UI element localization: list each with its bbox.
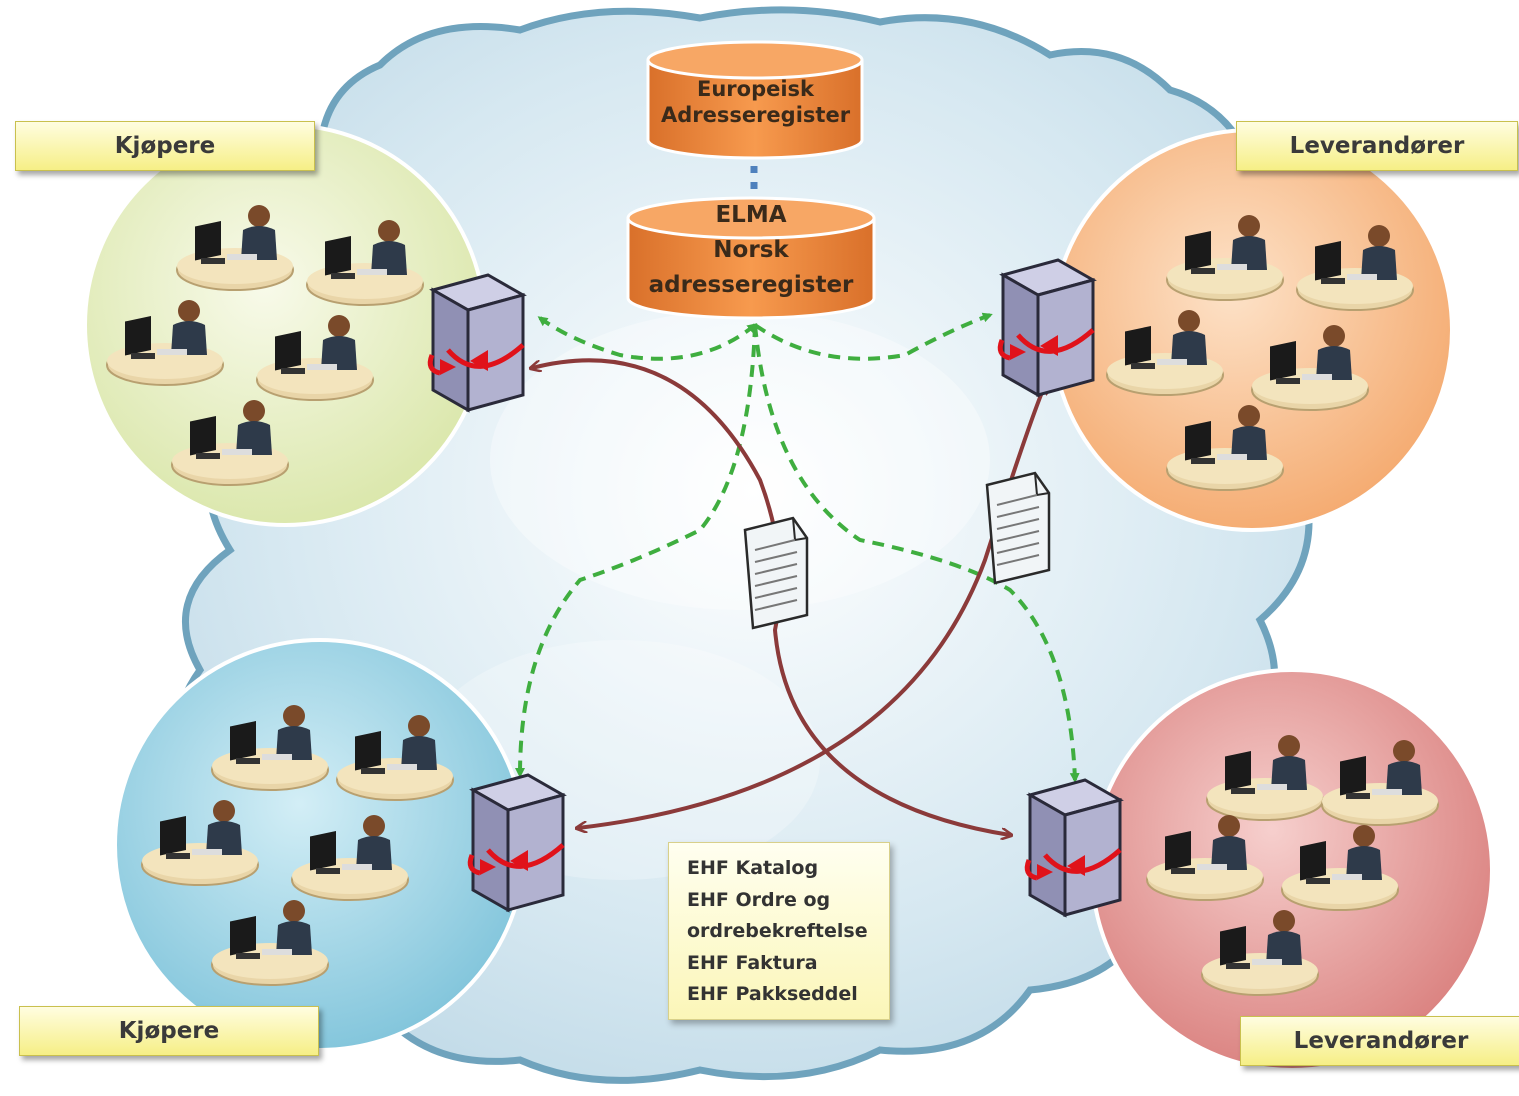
european-register-label: Europeisk Adresseregister — [648, 76, 863, 129]
format-item: EHF Katalog — [687, 857, 819, 879]
european-register-line1: Europeisk — [696, 77, 815, 101]
norwegian-register-line1: ELMA — [715, 202, 787, 228]
format-item: EHF Ordre og — [687, 888, 831, 911]
norwegian-register-label: ELMA Norsk adresseregister — [628, 198, 874, 303]
format-item: EHF Pakkseddel — [687, 983, 858, 1005]
access-point-bottom-right — [1027, 780, 1120, 915]
european-register-line2: Adresseregister — [660, 103, 851, 128]
document-formats-box: EHF Katalog EHF Ordre og ordrebekreftels… — [668, 842, 890, 1020]
norwegian-register-line2: Norsk — [713, 236, 789, 263]
database-icon — [626, 196, 876, 320]
suppliers-label-top: Leverandører — [1236, 121, 1518, 171]
format-item: ordrebekreftelse — [687, 920, 868, 942]
format-item: EHF Faktura — [687, 951, 818, 974]
norwegian-register-line3: adresseregister — [648, 271, 854, 298]
access-point-bottom-left — [470, 775, 563, 910]
buyers-label-top: Kjøpere — [15, 121, 315, 171]
buyers-label-bottom: Kjøpere — [19, 1006, 319, 1056]
suppliers-label-bottom: Leverandører — [1240, 1016, 1519, 1066]
database-icon — [646, 40, 864, 160]
access-point-top-right — [1000, 260, 1093, 395]
access-point-top-left — [430, 275, 523, 410]
